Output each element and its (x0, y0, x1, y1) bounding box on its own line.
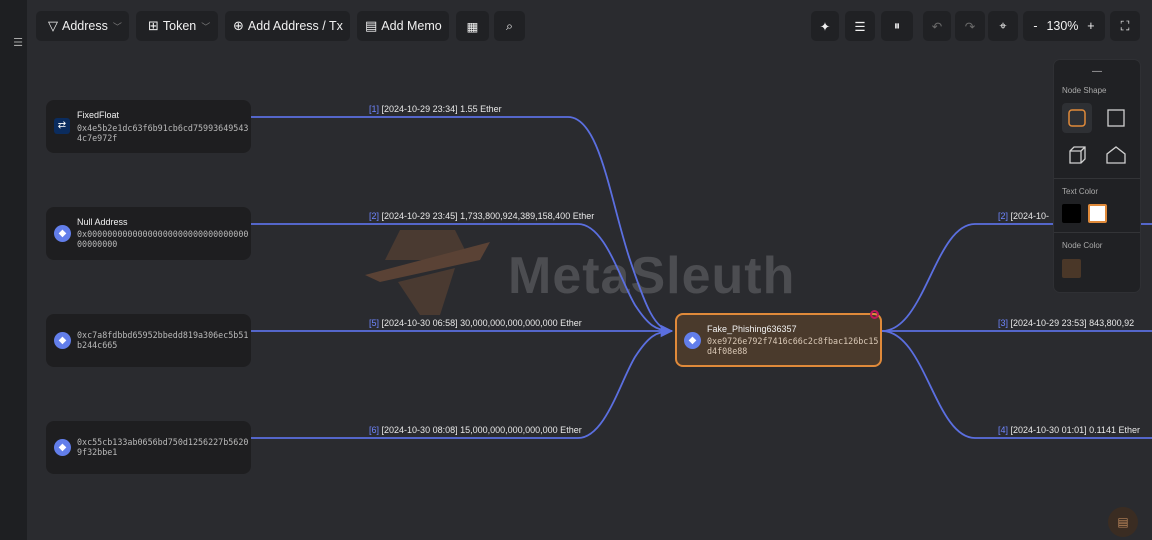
node-name: Fake_Phishing636357 (707, 324, 797, 334)
bird-icon: ✦ (819, 19, 831, 34)
node-name: FixedFloat (77, 110, 120, 120)
redo-button[interactable]: ↷ (955, 11, 985, 41)
search-icon: ⌕ (505, 18, 513, 33)
memo-icon: ▤ (1117, 515, 1129, 529)
node-address: 0xc55cb133ab0656bd750d1256227b56209f32bb… (77, 437, 249, 457)
layout-icon: ☰ (854, 19, 866, 34)
edge-label-1[interactable]: [1] [2024-10-29 23:34] 1.55 Ether (369, 104, 502, 114)
chevron-down-icon: ﹀ (201, 21, 211, 32)
fullscreen-button[interactable]: ⛶ (1110, 11, 1140, 41)
ethereum-icon: ◆ (54, 439, 71, 456)
node-null-address[interactable]: ◆ Null Address 0x00000000000000000000000… (46, 207, 251, 260)
edge-2[interactable] (250, 223, 673, 332)
columns-icon: ⏸ (893, 18, 901, 33)
edge-label-out-4[interactable]: [4] [2024-10-30 01:01] 0.1141 Ether (998, 425, 1140, 435)
rounded-square-icon (1068, 109, 1086, 127)
node-marker-dot[interactable] (870, 310, 879, 319)
token-filter-button[interactable]: ⊞ Token ﹀ (136, 11, 218, 41)
node-style-panel: — Node Shape Text Color Node Color (1054, 60, 1140, 292)
node-address: 0x00000000000000000000000000000000000000… (77, 229, 249, 249)
shape-square-option[interactable] (1101, 103, 1131, 133)
undo-button[interactable]: ↶ (923, 11, 951, 41)
edge-6[interactable] (250, 330, 673, 439)
node-shape-label: Node Shape (1062, 86, 1107, 95)
ethereum-icon: ◆ (54, 332, 71, 349)
edge-1[interactable] (250, 116, 674, 338)
watermark-text: MetaSleuth (508, 247, 796, 305)
zoom-out-button[interactable]: - (1033, 19, 1038, 33)
sleuth-logo-icon (365, 230, 490, 315)
node-address: 0xc7a8fdbbd65952bbedd819a306ec5b51b244c6… (77, 330, 249, 350)
edge-out-4[interactable] (881, 330, 1152, 439)
shape-cube-option[interactable] (1062, 140, 1092, 170)
grid-icon: ⊞ (148, 18, 159, 33)
text-color-black-swatch[interactable] (1062, 204, 1081, 223)
cube-icon (1069, 146, 1086, 164)
node-color-label: Node Color (1062, 241, 1103, 250)
node-address: 0x4e5b2e1dc63f6b91cb6cd759936495434c7e97… (77, 123, 249, 143)
layout-button[interactable]: ☰ (845, 11, 875, 41)
twitter-button[interactable]: ✦ (811, 11, 839, 41)
node-name: Null Address (77, 217, 128, 227)
edge-label-2[interactable]: [2] [2024-10-29 23:45] 1,733,800,924,389… (369, 211, 595, 221)
add-memo-button[interactable]: ▤ Add Memo (357, 11, 449, 41)
memo-icon: ▤ (365, 18, 378, 33)
node-color-swatch[interactable] (1062, 259, 1081, 278)
filter-icon: ▽ (48, 18, 58, 33)
panel-drag-handle[interactable]: — (1092, 66, 1102, 77)
list-toggle-icon[interactable]: ☰ (13, 37, 23, 49)
fullscreen-icon: ⛶ (1120, 18, 1130, 33)
node-fixedfloat[interactable]: ⇄ FixedFloat 0x4e5b2e1dc63f6b91cb6cd7599… (46, 100, 251, 153)
locate-button[interactable]: ⌖ (988, 11, 1018, 41)
shape-house-option[interactable] (1101, 140, 1131, 170)
text-color-label: Text Color (1062, 187, 1099, 196)
divider (1054, 232, 1140, 233)
columns-button[interactable]: ⏸ (881, 11, 913, 41)
add-address-button[interactable]: ⊕ Add Address / Tx (225, 11, 350, 41)
memo-list-button[interactable]: ▦ (456, 11, 489, 41)
edge-label-6[interactable]: [6] [2024-10-30 08:08] 15,000,000,000,00… (369, 425, 582, 435)
edge-label-out-2[interactable]: [2] [2024-10- (998, 211, 1050, 221)
house-shape-icon (1106, 146, 1126, 164)
edge-label-out-3[interactable]: [3] [2024-10-29 23:53] 843,800,92 (998, 318, 1135, 328)
left-rail: ☰ (0, 0, 27, 540)
memo-list-icon: ▦ (466, 19, 479, 34)
node-c55c[interactable]: ◆ 0xc55cb133ab0656bd750d1256227b56209f32… (46, 421, 251, 474)
zoom-control: - 130% + (1023, 11, 1105, 41)
address-filter-button[interactable]: ▽ Address ﹀ (36, 11, 129, 41)
edge-label-5[interactable]: [5] [2024-10-30 06:58] 30,000,000,000,00… (369, 318, 582, 328)
text-color-white-swatch[interactable] (1088, 204, 1107, 223)
node-fake-phishing[interactable]: ◆ Fake_Phishing636357 0xe9726e792f7416c6… (675, 313, 882, 367)
node-address: 0xe9726e792f7416c66c2c8fbac126bc15d4f08e… (707, 336, 879, 356)
node-c7a8[interactable]: ◆ 0xc7a8fdbbd65952bbedd819a306ec5b51b244… (46, 314, 251, 367)
fixedfloat-logo-icon: ⇄ (54, 118, 70, 134)
shape-rounded-option[interactable] (1062, 103, 1092, 133)
divider (1054, 178, 1140, 179)
undo-icon: ↶ (931, 19, 943, 34)
ethereum-icon: ◆ (54, 225, 71, 242)
search-button[interactable]: ⌕ (494, 11, 525, 41)
redo-icon: ↷ (964, 19, 976, 34)
zoom-level: 130% (1046, 19, 1079, 33)
crosshair-icon: ⌖ (999, 18, 1007, 33)
plus-circle-icon: ⊕ (233, 18, 244, 33)
zoom-in-button[interactable]: + (1087, 19, 1095, 33)
memo-fab-button[interactable]: ▤ (1108, 507, 1138, 537)
edge-out-2[interactable] (881, 223, 1152, 332)
chevron-down-icon: ﹀ (112, 21, 122, 32)
square-icon (1107, 109, 1125, 127)
watermark: MetaSleuth (360, 220, 840, 320)
ethereum-icon: ◆ (684, 332, 701, 349)
